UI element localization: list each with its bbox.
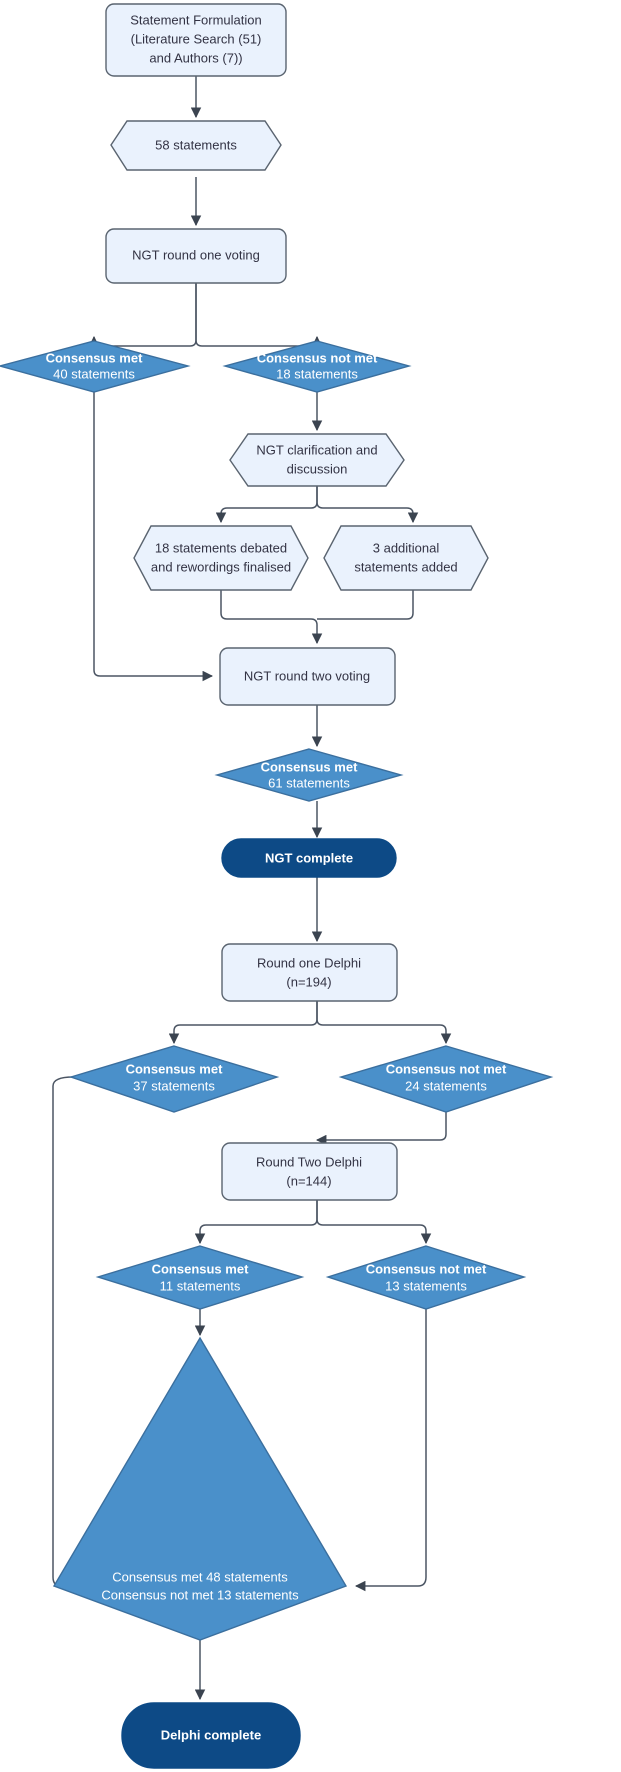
node-delphi-r2-consensus-met[interactable]: Consensus met 11 statements [95,1245,305,1310]
node-ngt-round-one-voting[interactable]: NGT round one voting [105,228,287,284]
statements-added-shape [323,525,489,591]
node-ngt-r1-consensus-not-met[interactable]: Consensus not met 18 statements [222,340,412,393]
delphi-r1-consensus-met-line-1: Consensus met [126,1061,223,1076]
statements-debated-line-1: 18 statements debated [155,540,287,555]
58-statements-shape [110,120,282,171]
delphi-complete-shape [121,1702,301,1769]
delphi-r1-consensus-not-met-line-1: Consensus not met [386,1061,507,1076]
node-ngt-r2-consensus-met[interactable]: Consensus met 61 statements [214,748,404,802]
ngt-complete-shape [221,838,397,878]
delphi-r1-consensus-met-shape [68,1045,280,1113]
edge-notmet13-to-totals [354,1309,427,1592]
node-delphi-round-two[interactable]: Round Two Delphi (n=144) [221,1142,398,1201]
node-delphi-r1-consensus-met[interactable]: Consensus met 37 statements [68,1045,280,1113]
ngt-clarification-shape [229,433,405,487]
ngt-r1-consensus-met-shape [0,340,191,393]
ngt-round-two-label: NGT round two voting [244,668,370,683]
node-delphi-totals[interactable]: Consensus met 48 statements Consensus no… [52,1336,348,1641]
ngt-r1-consensus-not-met-line-1: Consensus not met [257,350,378,365]
delphi-round-one-line-2: (n=194) [286,974,331,989]
node-ngt-clarification[interactable]: NGT clarification and discussion [229,433,405,487]
node-delphi-r1-consensus-not-met[interactable]: Consensus not met 24 statements [338,1045,554,1113]
statement-formulation-line-1: Statement Formulation [130,12,262,27]
node-ngt-round-two-voting[interactable]: NGT round two voting [219,647,396,706]
statements-added-line-2: statements added [354,559,457,574]
delphi-round-two-line-1: Round Two Delphi [256,1154,362,1169]
node-ngt-r1-consensus-met[interactable]: Consensus met 40 statements [0,340,191,393]
ngt-clarification-line-2: discussion [287,461,348,476]
ngt-clarification-line-1: NGT clarification and [256,442,377,457]
delphi-r2-consensus-met-line-2: 11 statements [160,1278,241,1293]
statement-formulation-shape [105,3,287,77]
node-delphi-r2-consensus-not-met[interactable]: Consensus not met 13 statements [325,1245,527,1310]
delphi-r2-consensus-met-line-1: Consensus met [152,1261,249,1276]
delphi-totals-line-1: Consensus met 48 statements [112,1569,288,1584]
delphi-r1-consensus-met-line-2: 37 statements [133,1078,215,1093]
delphi-round-two-shape [221,1142,398,1201]
delphi-round-one-line-1: Round one Delphi [257,955,361,970]
ngt-r1-consensus-met-line-1: Consensus met [46,350,143,365]
delphi-round-two-line-2: (n=144) [286,1173,331,1188]
delphi-r2-consensus-met-shape [95,1245,305,1310]
edges-layer [52,76,452,1701]
edge-debated-to-ngtr2 [220,590,323,645]
statement-formulation-line-2: (Literature Search (51) [131,31,262,46]
edge-delphir1-to-notmet24 [316,1001,452,1045]
edge-ngtr1-to-notmet18 [195,283,323,353]
delphi-totals-shape [52,1336,348,1641]
node-statements-debated[interactable]: 18 statements debated and rewordings fin… [133,525,309,591]
edge-notmet24-to-delphir2 [315,1112,447,1146]
delphi-r2-consensus-not-met-line-1: Consensus not met [366,1261,487,1276]
ngt-round-one-shape [105,228,287,284]
ngt-r1-consensus-not-met-line-2: 18 statements [276,366,358,381]
node-delphi-round-one[interactable]: Round one Delphi (n=194) [221,943,398,1002]
delphi-round-one-shape [221,943,398,1002]
edge-added-to-ngtr2 [317,590,414,620]
edge-delphir1-to-met37 [168,1001,318,1045]
delphi-r1-consensus-not-met-shape [338,1045,554,1113]
statements-debated-shape [133,525,309,591]
node-ngt-complete[interactable]: NGT complete [221,838,397,878]
statement-formulation-line-3: and Authors (7)) [149,50,242,65]
edge-clarification-to-added [316,486,419,524]
statements-debated-line-2: and rewordings finalised [151,559,291,574]
ngt-r2-consensus-met-line-1: Consensus met [261,759,358,774]
node-statements-added[interactable]: 3 additional statements added [323,525,489,591]
node-58-statements[interactable]: 58 statements [110,120,282,171]
ngt-r1-consensus-not-met-shape [222,340,412,393]
edge-delphir2-to-met11 [194,1200,318,1245]
node-statement-formulation[interactable]: Statement Formulation (Literature Search… [105,3,287,77]
ngt-r2-consensus-met-line-2: 61 statements [268,775,350,790]
edge-clarification-to-debated [215,486,318,524]
ngt-complete-label: NGT complete [265,850,353,865]
ngt-r2-consensus-met-shape [214,748,404,802]
edge-met37-to-totals [52,1076,82,1592]
edge-delphir2-to-notmet13 [316,1200,432,1245]
ngt-r1-consensus-met-line-2: 40 statements [53,366,135,381]
ngt-round-one-label: NGT round one voting [132,247,260,262]
edge-ngtr1-to-met40 [88,283,197,353]
node-delphi-complete[interactable]: Delphi complete [121,1702,301,1769]
delphi-r1-consensus-not-met-line-2: 24 statements [405,1078,487,1093]
delphi-r2-consensus-not-met-shape [325,1245,527,1310]
ngt-round-two-shape [219,647,396,706]
edge-met40-to-ngtr2 [93,392,214,682]
58-statements-label: 58 statements [155,137,237,152]
delphi-totals-line-2: Consensus not met 13 statements [101,1587,299,1602]
delphi-complete-label: Delphi complete [161,1727,261,1742]
delphi-r2-consensus-not-met-line-2: 13 statements [385,1278,467,1293]
statements-added-line-1: 3 additional [373,540,440,555]
